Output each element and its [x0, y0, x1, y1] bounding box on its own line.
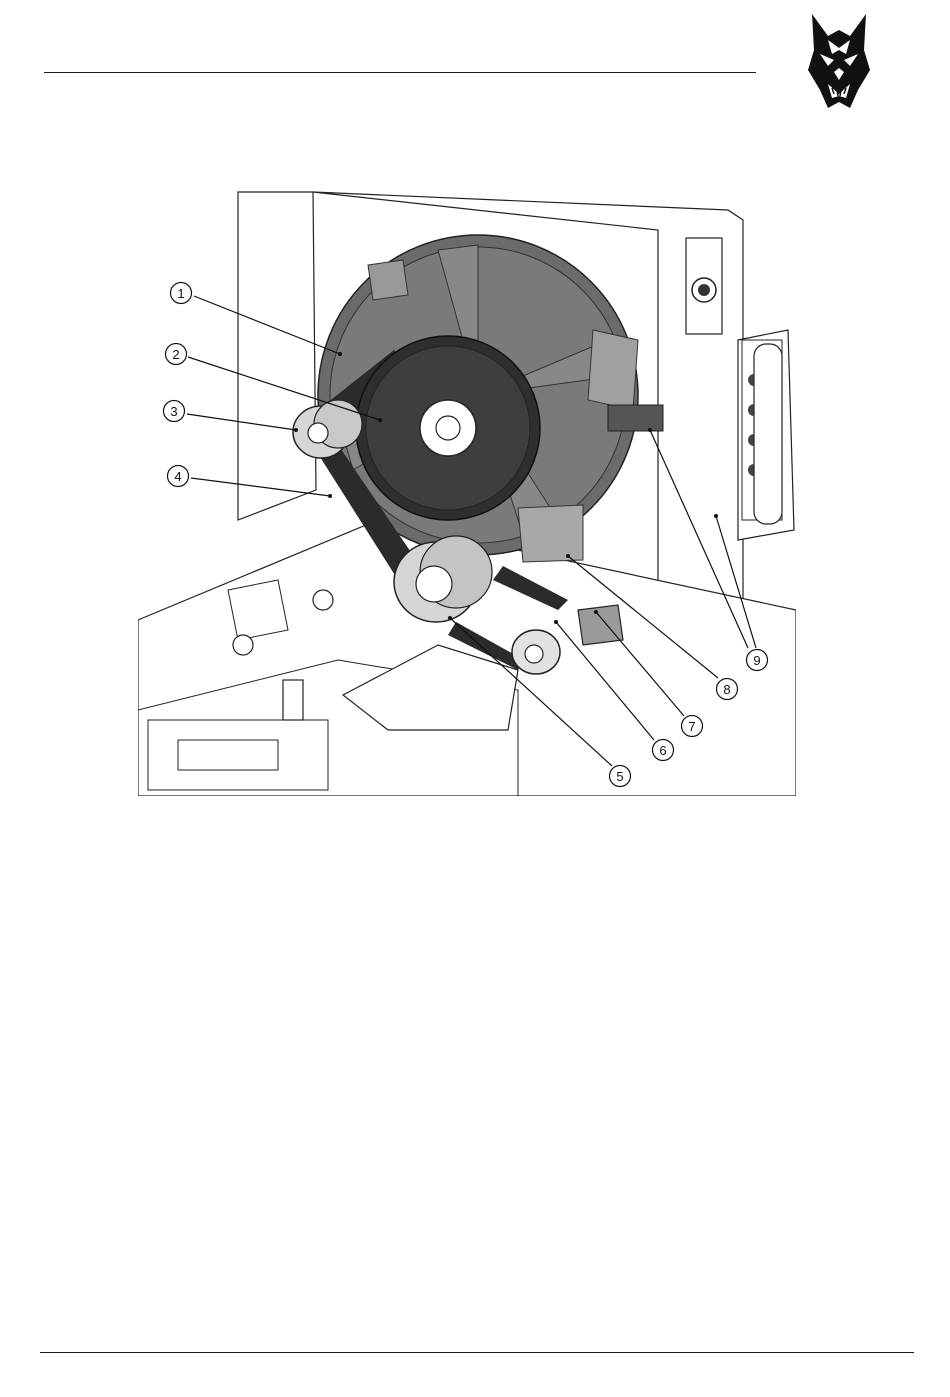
callout-6-label: 6 — [659, 743, 666, 758]
callout-3-label: 3 — [170, 404, 177, 419]
callout-5-label: 5 — [616, 769, 623, 784]
callout-1: 1 — [171, 283, 192, 304]
callout-9: 9 — [747, 650, 768, 671]
callout-4-label: 4 — [174, 469, 181, 484]
callout-2: 2 — [166, 344, 187, 365]
callout-5: 5 — [610, 766, 631, 787]
footer-rule — [40, 1352, 914, 1353]
callout-7: 7 — [682, 716, 703, 737]
callout-8: 8 — [717, 679, 738, 700]
callout-7-label: 7 — [688, 719, 695, 734]
callout-6: 6 — [653, 740, 674, 761]
callout-9-label: 9 — [753, 653, 760, 668]
callout-2-label: 2 — [172, 347, 179, 362]
callout-3: 3 — [164, 401, 185, 422]
callout-1-label: 1 — [177, 286, 184, 301]
callout-8-label: 8 — [723, 682, 730, 697]
callout-4: 4 — [168, 466, 189, 487]
